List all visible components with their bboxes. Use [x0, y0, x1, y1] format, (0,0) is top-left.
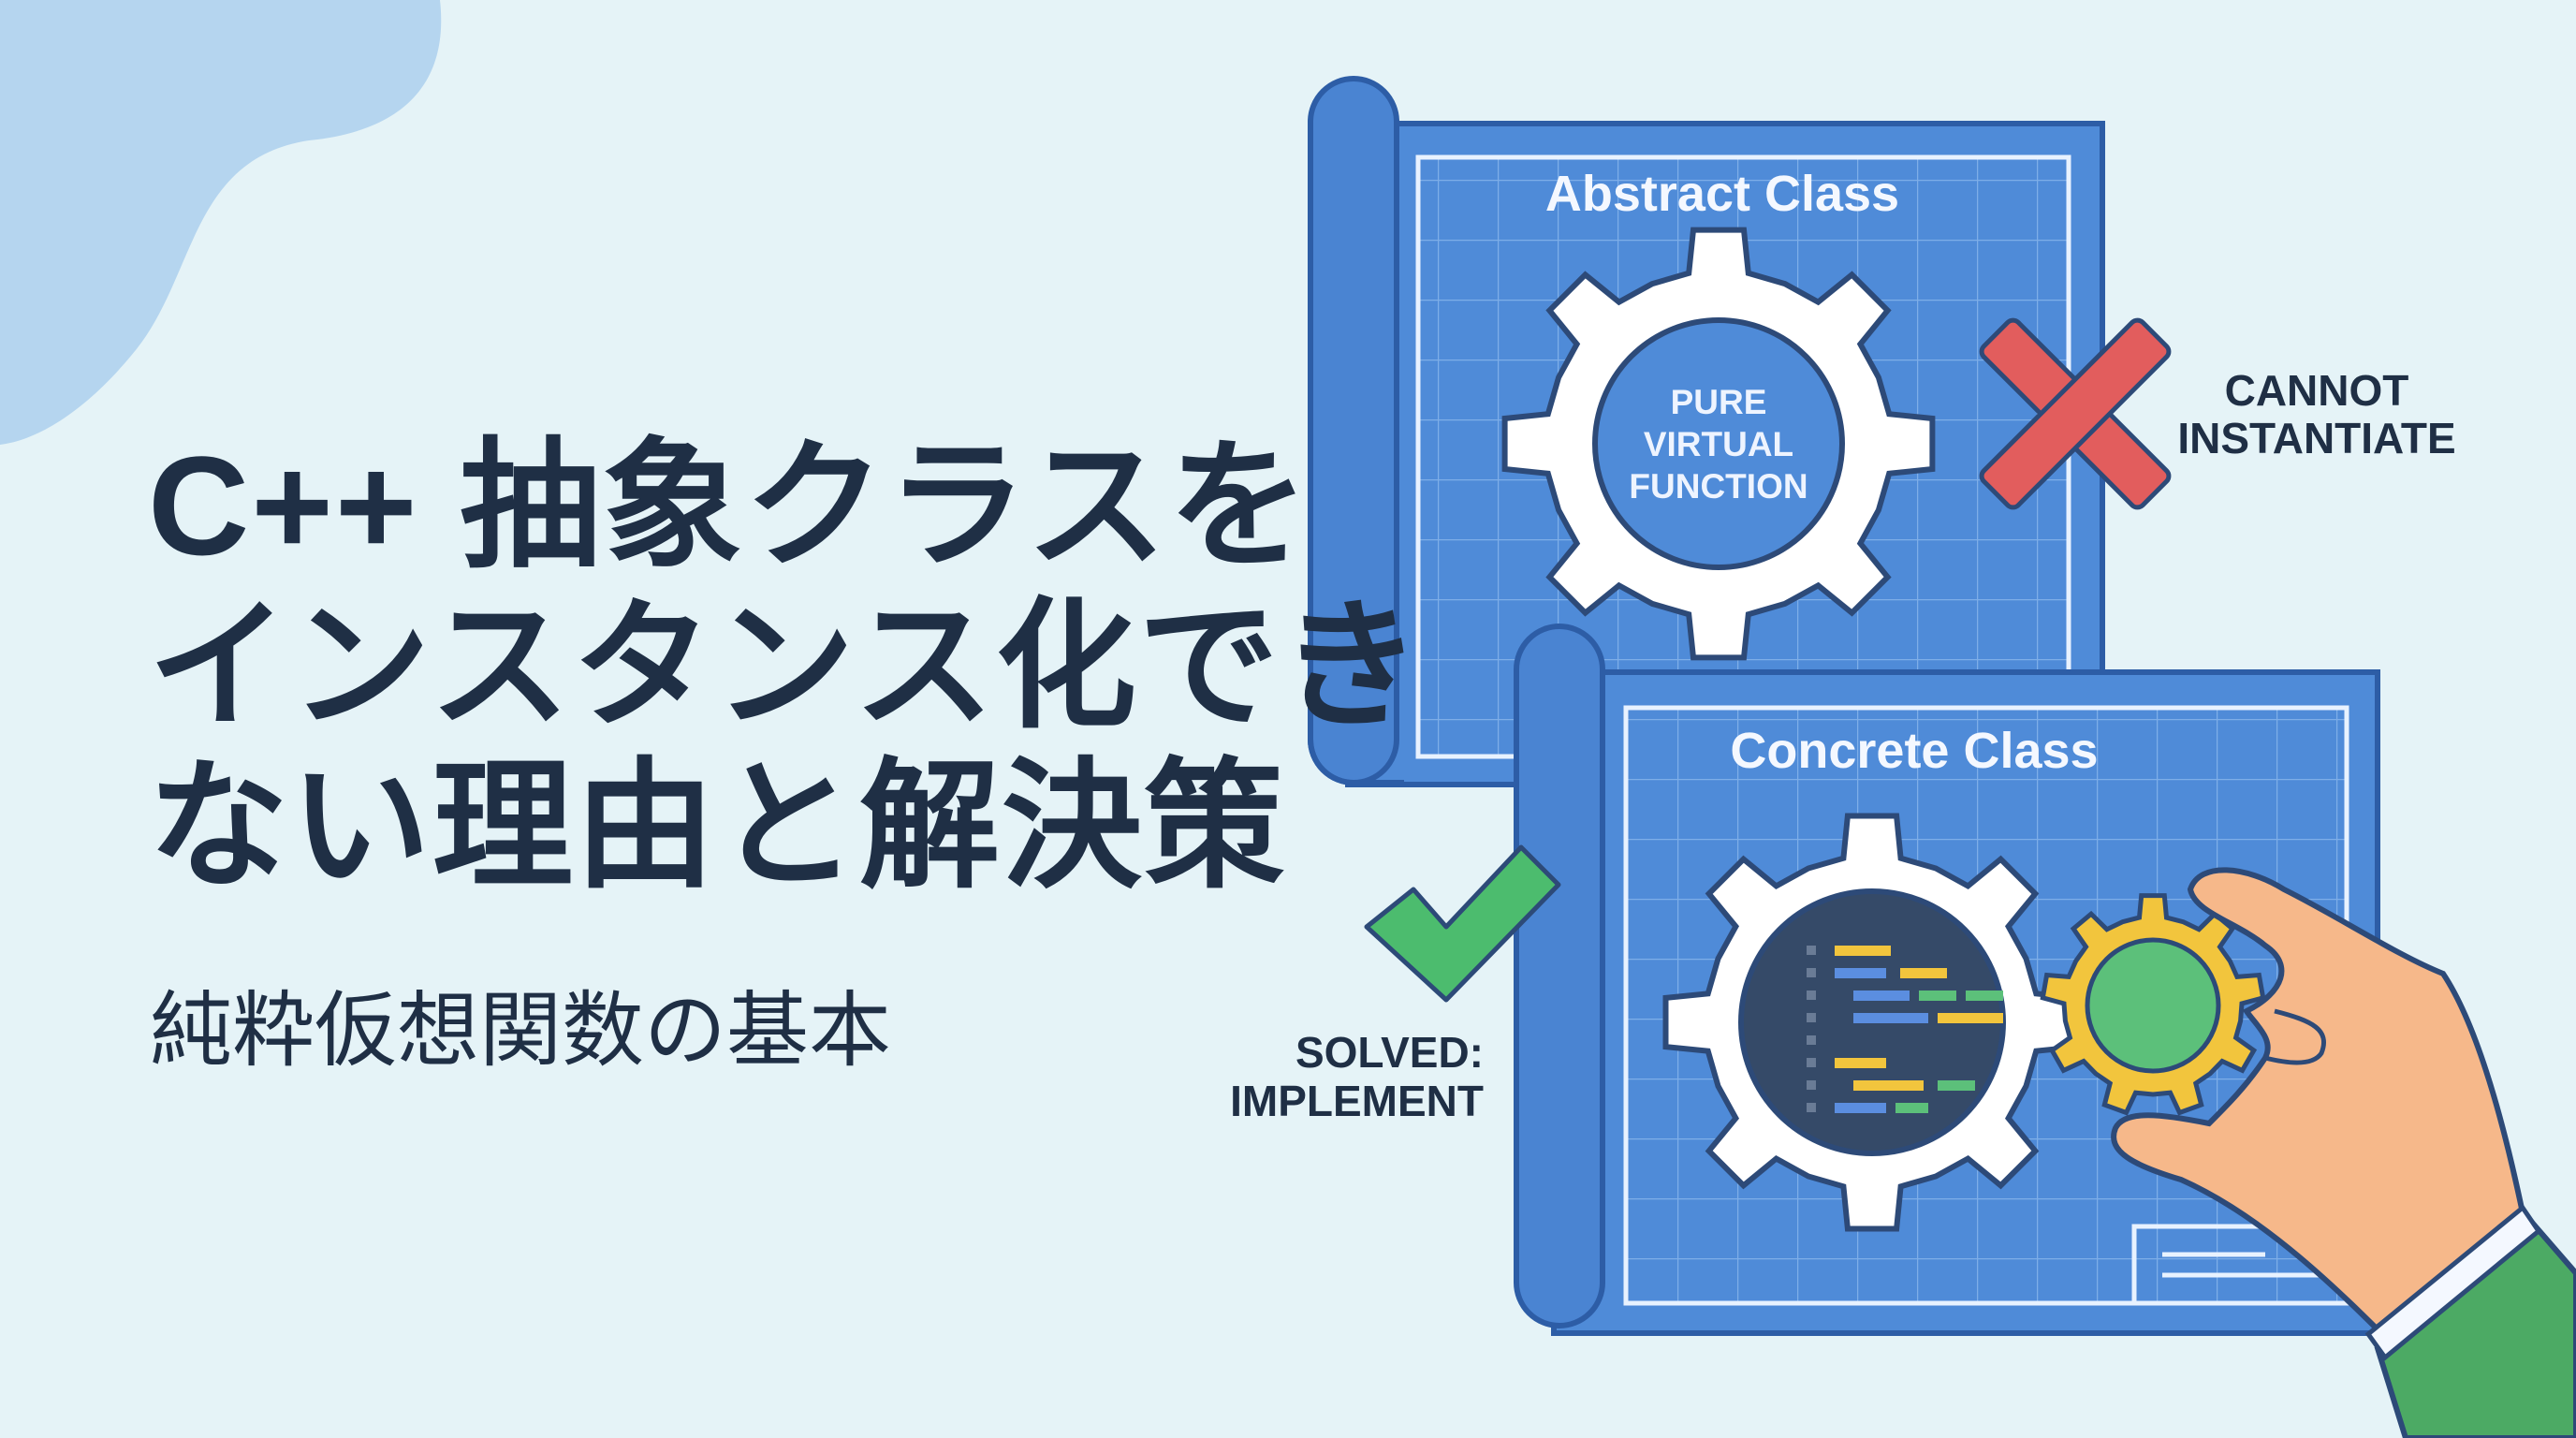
cannot-instantiate-label: INSTANTIATE: [2177, 414, 2455, 462]
page-title: C++ 抽象クラスを インスタンス化でき ない理由と解決策: [148, 426, 1423, 906]
code-token: [1919, 990, 1956, 1001]
code-token: [1938, 1080, 1975, 1091]
code-token: [1938, 1013, 2003, 1023]
code-line-number: [1807, 946, 1816, 955]
solved-implement-label: IMPLEMENT: [1230, 1077, 1484, 1125]
code-line-number: [1807, 1080, 1816, 1090]
code-token: [1835, 946, 1891, 956]
code-token: [1853, 1080, 1924, 1091]
code-lines-icon: [1807, 946, 2003, 1113]
subtitle: 純粋仮想関数の基本: [150, 984, 892, 1077]
code-token: [1966, 990, 2003, 1001]
code-line-number: [1807, 968, 1816, 977]
title-line: C++ 抽象クラスを: [148, 427, 1311, 584]
solved-implement-label: SOLVED:: [1295, 1028, 1484, 1077]
code-line-number: [1807, 1035, 1816, 1045]
code-token: [1853, 1013, 1928, 1023]
green-gear-center: [2085, 937, 2221, 1074]
gear-text-line: PURE: [1671, 383, 1767, 421]
background-blob: [0, 0, 442, 445]
gear-text-line: FUNCTION: [1629, 467, 1808, 506]
code-token: [1835, 1103, 1886, 1113]
concrete-class-heading: Concrete Class: [1730, 723, 2098, 779]
x-mark-icon: [1979, 317, 2172, 510]
code-token: [1895, 1103, 1928, 1113]
gear-text-line: VIRTUAL: [1644, 425, 1793, 463]
hand-icon: [2111, 867, 2576, 1438]
check-mark-icon: [1364, 844, 1561, 1003]
scroll-roll: [1514, 624, 1605, 1328]
code-token: [1835, 968, 1886, 978]
code-line-number: [1807, 1058, 1816, 1067]
code-line-number: [1807, 1013, 1816, 1022]
code-line-number: [1807, 990, 1816, 1000]
gear-center: [1592, 317, 1845, 570]
code-line-number: [1807, 1103, 1816, 1112]
code-token: [1853, 990, 1910, 1001]
concrete-class-blueprint: Concrete Class: [1514, 624, 2380, 1336]
abstract-class-blueprint: Abstract Class PURE VIRTUAL FUNCTION: [1308, 76, 2105, 787]
title-line: ない理由と解決策: [148, 747, 1287, 904]
title-line: インスタンス化でき: [148, 587, 1424, 744]
abstract-class-heading: Abstract Class: [1545, 166, 1899, 222]
code-token: [1835, 1058, 1886, 1068]
code-token: [1900, 968, 1947, 978]
cannot-instantiate-label: CANNOT: [2225, 366, 2409, 415]
